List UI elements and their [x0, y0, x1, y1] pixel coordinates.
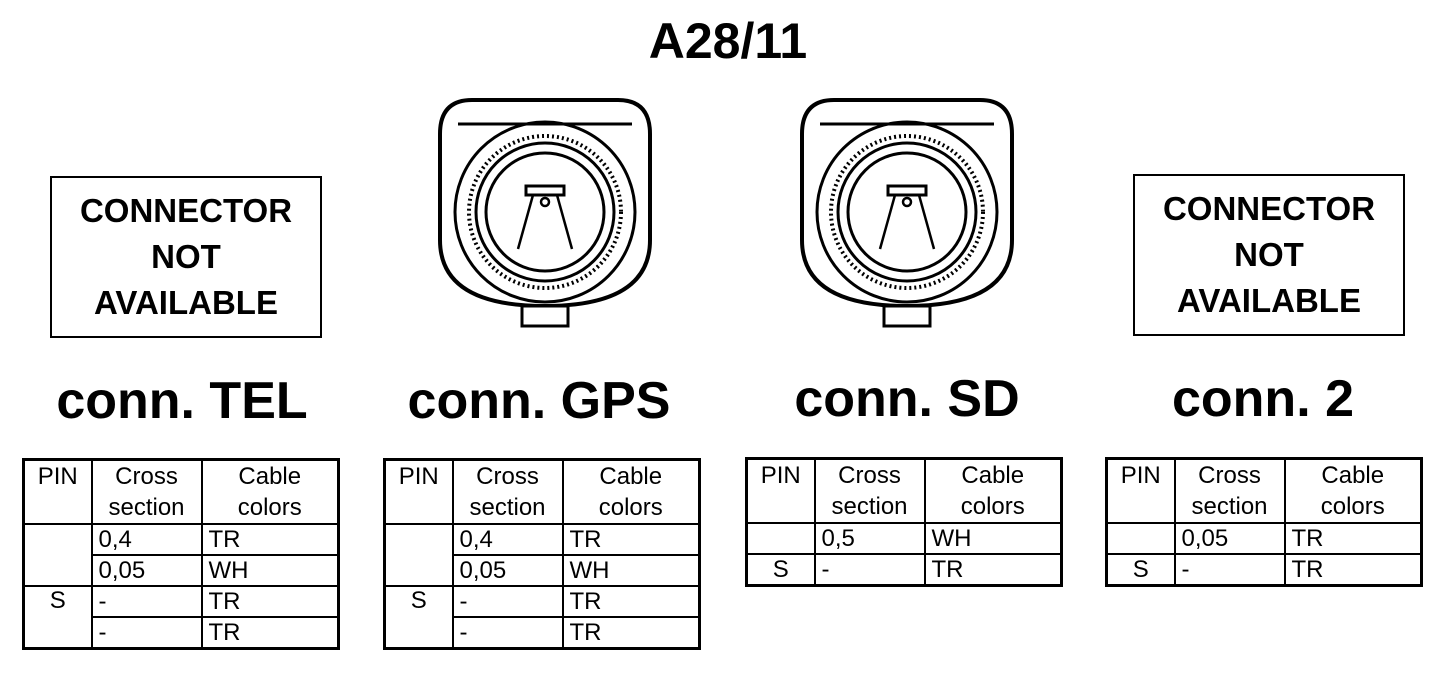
cable-color-cell: WH	[200, 554, 340, 587]
pin-cell	[1105, 522, 1176, 555]
sd-connector-icon	[800, 98, 1014, 328]
connector-label: conn. GPS	[407, 372, 671, 430]
table-row: 0,4 TR	[383, 523, 701, 587]
table-row: S - TR	[745, 553, 1063, 587]
table-row: 0,05 WH	[24, 554, 340, 587]
cable-color-cell: TR	[561, 523, 701, 556]
cable-color-cell: TR	[561, 585, 701, 618]
table-row: 0,05 WH	[385, 554, 701, 587]
cable-color-cell: TR	[200, 523, 340, 556]
pin-cell	[745, 522, 816, 555]
pin-cell: S	[383, 585, 454, 650]
table-row: - TR	[24, 616, 340, 650]
cross-section-cell: -	[813, 553, 926, 587]
not-available-line: CONNECTOR	[1162, 190, 1376, 227]
cable-color-cell: WH	[923, 522, 1063, 555]
pin-column-header: PIN	[383, 458, 454, 525]
diagram-title: A28/11	[648, 13, 808, 69]
pin-column-header: PIN	[1105, 457, 1176, 524]
connector-not-available-box: CONNECTOR NOT AVAILABLE	[50, 176, 322, 338]
cross-section-cell: 0,5	[813, 522, 926, 555]
pin-column-header: PIN	[22, 458, 93, 525]
connector-not-available-box: CONNECTOR NOT AVAILABLE	[1133, 174, 1405, 336]
table-row: 0,05 TR	[1105, 522, 1423, 555]
not-available-line: AVAILABLE	[1177, 282, 1361, 319]
cross-section-cell: -	[90, 616, 203, 650]
cross-section-cell: 0,4	[90, 523, 203, 556]
pin-cell	[383, 523, 454, 587]
table-row: S - TR	[22, 585, 340, 650]
cross-section-cell: -	[451, 585, 564, 618]
table-row: S - TR	[1105, 553, 1423, 587]
pin-cell: S	[22, 585, 93, 650]
cross-section-cell: -	[90, 585, 203, 618]
table-row: 0,4 TR	[22, 523, 340, 587]
cable-color-cell: TR	[561, 616, 701, 650]
cable-color-cell: TR	[923, 553, 1063, 587]
pin-cell	[22, 523, 93, 587]
table-row: - TR	[385, 616, 701, 650]
not-available-line: CONNECTOR	[79, 192, 293, 229]
gps-connector-icon	[438, 98, 652, 328]
not-available-line: AVAILABLE	[94, 284, 278, 321]
pin-column-header: PIN	[745, 457, 816, 524]
connector-label: conn. 2	[1171, 370, 1355, 428]
cross-section-cell: 0,05	[90, 554, 203, 587]
table-row: S - TR	[383, 585, 701, 650]
cable-color-cell: WH	[561, 554, 701, 587]
cross-section-cell: 0,05	[1173, 522, 1286, 555]
connector-label: conn. TEL	[56, 372, 308, 430]
cable-color-cell: TR	[200, 585, 340, 618]
not-available-line: NOT	[151, 238, 221, 275]
cable-color-cell: TR	[1283, 553, 1423, 587]
cross-section-cell: -	[451, 616, 564, 650]
cable-color-cell: TR	[200, 616, 340, 650]
cross-section-cell: 0,05	[451, 554, 564, 587]
table-row: 0,5 WH	[745, 522, 1063, 555]
pin-cell: S	[1105, 553, 1176, 587]
cross-section-cell: 0,4	[451, 523, 564, 556]
cross-section-cell: -	[1173, 553, 1286, 587]
connector-label: conn. SD	[794, 370, 1020, 428]
cable-color-cell: TR	[1283, 522, 1423, 555]
not-available-line: NOT	[1234, 236, 1304, 273]
pin-cell: S	[745, 553, 816, 587]
